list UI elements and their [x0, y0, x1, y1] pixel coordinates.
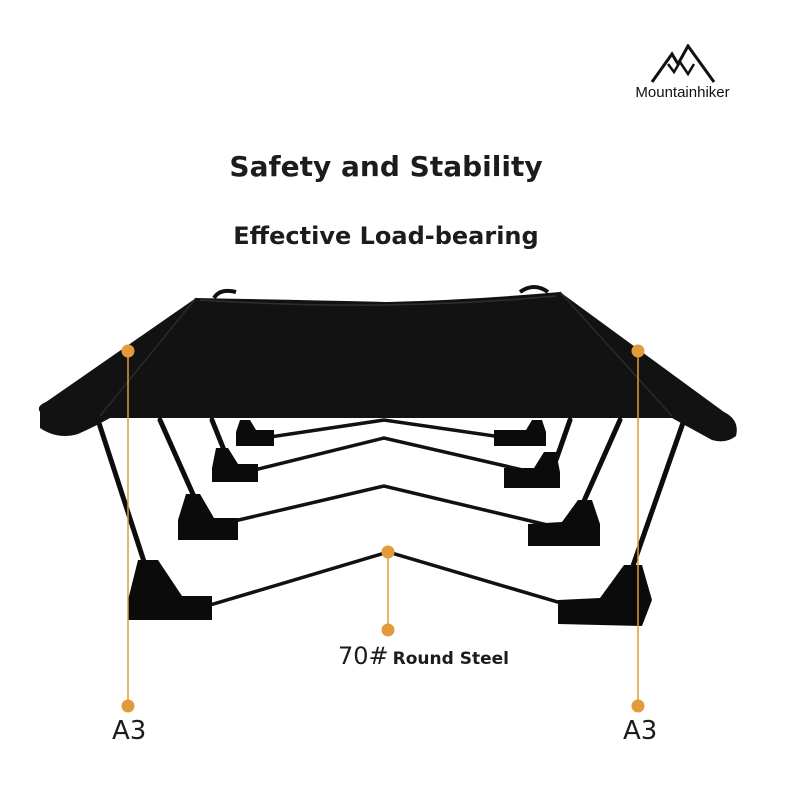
page-title: Safety and Stability — [229, 150, 543, 183]
brand-name: Mountainhiker — [635, 84, 730, 101]
right-bottom-dot — [631, 699, 645, 713]
steel-callout: 70#Round Steel — [338, 642, 509, 670]
right-joint-label: A3 — [623, 716, 658, 746]
left-joint-label: A3 — [112, 716, 147, 746]
brand-logo: Mountainhiker — [620, 44, 745, 106]
steel-bottom-dot — [381, 623, 395, 637]
steel-top-dot — [381, 545, 395, 559]
steel-type: Round Steel — [392, 649, 509, 669]
left-top-dot — [121, 344, 135, 358]
mountain-peaks-icon — [650, 44, 716, 83]
right-top-dot — [631, 344, 645, 358]
left-bottom-dot — [121, 699, 135, 713]
page-subtitle: Effective Load-bearing — [233, 222, 539, 250]
steel-grade: 70# — [338, 642, 389, 670]
